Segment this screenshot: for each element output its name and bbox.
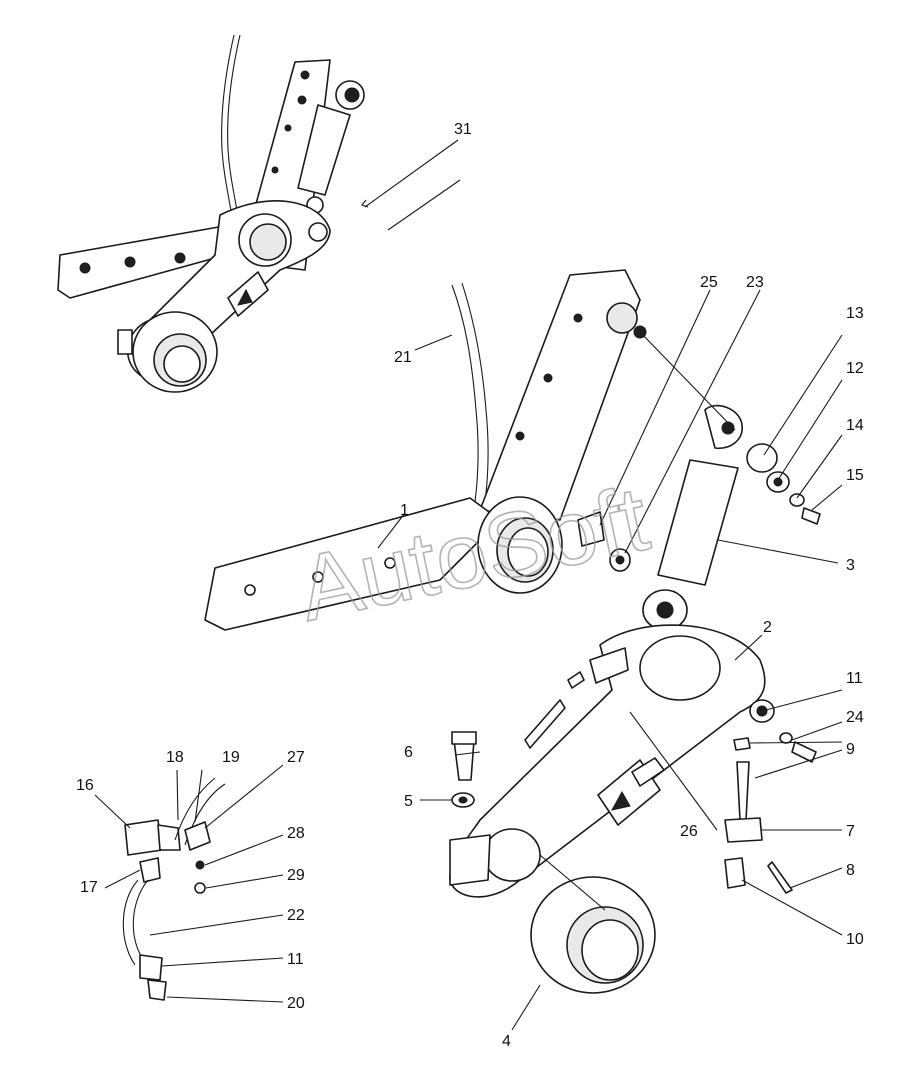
callout-9: 9 (846, 741, 855, 758)
watermark: AutoSoft (290, 467, 656, 640)
bolt-15 (801, 507, 821, 525)
bolt-6 (453, 739, 475, 781)
callout-5: 5 (404, 793, 413, 810)
callout-24: 24 (846, 709, 864, 726)
callout-13: 13 (846, 305, 864, 322)
callout-19: 19 (222, 749, 240, 766)
callout-12a: 12 (846, 360, 864, 377)
callout-16: 16 (76, 777, 94, 794)
hose-top (227, 34, 241, 231)
bolt-24 (791, 741, 817, 763)
callout-18: 18 (166, 749, 184, 766)
callout-29: 29 (287, 867, 305, 884)
hose-kit (122, 777, 226, 1001)
callout-26: 26 (680, 823, 698, 840)
hose-21 (451, 284, 479, 521)
arm-1 (204, 497, 501, 631)
callout-6: 6 (404, 744, 413, 761)
main-assembly (204, 269, 821, 631)
callout-2: 2 (763, 619, 772, 636)
leader-lines (94, 139, 843, 1031)
callout-21: 21 (394, 349, 412, 366)
callout-11b: 11 (287, 951, 304, 968)
callout-3: 3 (846, 557, 855, 574)
callout-15: 15 (846, 467, 864, 484)
pin-upper (606, 302, 638, 334)
part-16 (124, 819, 163, 856)
assembled-view (57, 34, 365, 393)
callout-23: 23 (746, 274, 764, 291)
block-7 (724, 817, 763, 843)
callout-1: 1 (400, 502, 409, 519)
callout-27: 27 (287, 749, 305, 766)
callout-7: 7 (846, 823, 855, 840)
callout-labels: 31 21 25 23 13 12 14 15 3 1 2 11 24 9 7 … (76, 121, 864, 1050)
callout-11a: 11 (846, 670, 863, 687)
callout-28: 28 (287, 825, 305, 842)
callout-8: 8 (846, 862, 855, 879)
ring-13 (746, 443, 778, 473)
callout-17: 17 (80, 879, 98, 896)
mounting-plate (479, 269, 641, 521)
callout-22: 22 (287, 907, 305, 924)
callout-10: 10 (846, 931, 864, 948)
cylinder-top (297, 104, 351, 196)
callout-20: 20 (287, 995, 305, 1012)
callout-25: 25 (700, 274, 718, 291)
callout-4: 4 (502, 1033, 511, 1050)
callout-30: 31 (454, 121, 472, 138)
shaft-9 (736, 761, 750, 821)
cylinder-3 (657, 459, 739, 586)
lever-assembly (449, 624, 817, 994)
callout-14: 14 (846, 417, 864, 434)
washer-14 (789, 493, 805, 507)
